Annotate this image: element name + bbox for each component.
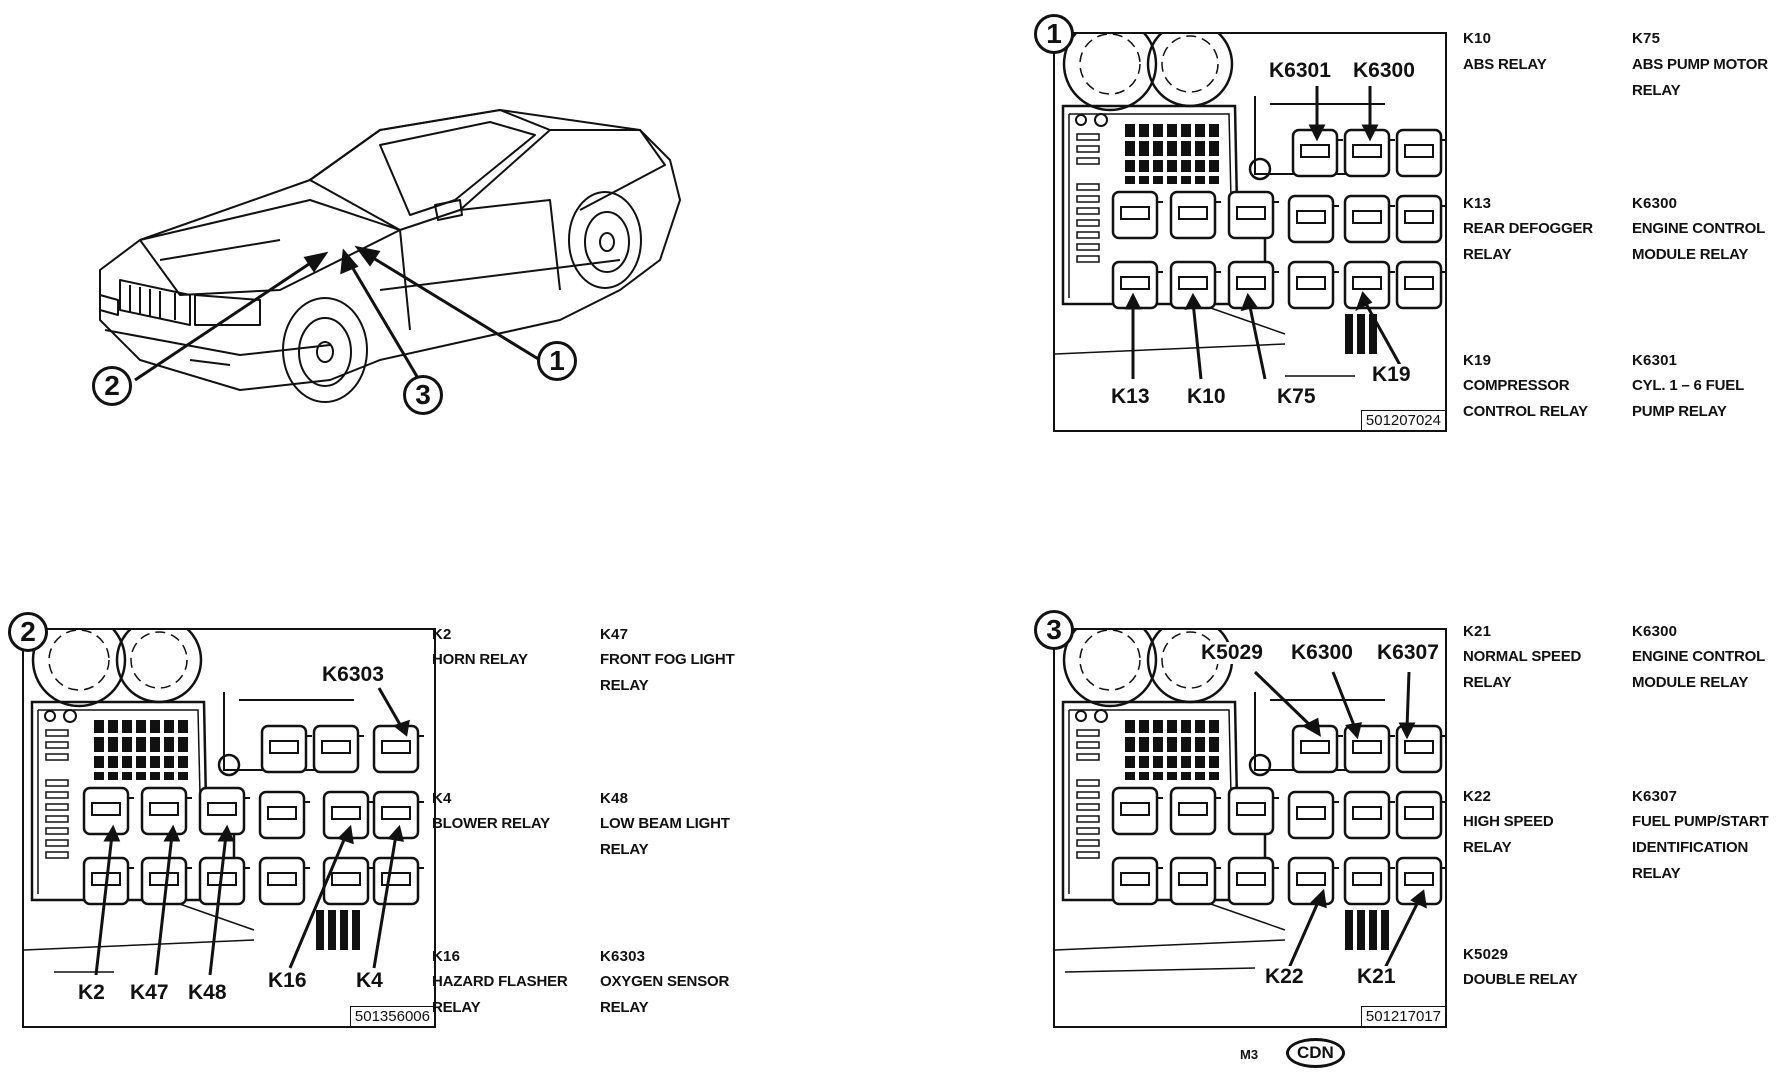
- panel-3-part-number: 501217017: [1360, 1006, 1445, 1026]
- legend-code: K16: [432, 948, 461, 965]
- legend-code: K6307: [1632, 788, 1678, 805]
- panel-3-label-K6300: K6300: [1289, 641, 1355, 664]
- legend-code: K6300: [1632, 623, 1678, 640]
- legend-desc: ABS RELAY: [1463, 56, 1547, 73]
- legend-code: K21: [1463, 623, 1492, 640]
- legend-desc: BLOWER RELAY: [432, 815, 550, 832]
- legend-code: K22: [1463, 788, 1492, 805]
- fuse-panel-3: K5029 K6300 K6307 K22 K21 501217017: [1053, 628, 1447, 1028]
- panel-2-part-number: 501356006: [349, 1006, 434, 1026]
- legend-desc: HORN RELAY: [432, 651, 528, 668]
- cdn-logo: CDN: [1286, 1038, 1345, 1068]
- car-callout-2: 2: [92, 366, 132, 406]
- panel-2-label-K47: K47: [128, 981, 171, 1004]
- panel-1-label-K13: K13: [1109, 385, 1152, 408]
- panel-2-label-K2: K2: [76, 981, 107, 1004]
- legend-code: K13: [1463, 195, 1492, 212]
- legend-code: K5029: [1463, 946, 1509, 963]
- car-illustration: [99, 109, 681, 403]
- car-callout-1: 1: [537, 341, 577, 381]
- panel-1-label-K6300: K6300: [1351, 59, 1417, 82]
- legend-code: K6300: [1632, 195, 1678, 212]
- panel-2-label-K4: K4: [354, 969, 385, 992]
- car-callout-3: 3: [403, 375, 443, 415]
- panel-3-number: 3: [1034, 610, 1074, 650]
- legend-code: K75: [1632, 30, 1661, 47]
- panel-2-label-K16: K16: [266, 969, 309, 992]
- legend-code: K6303: [600, 948, 646, 965]
- panel-1-number: 1: [1034, 14, 1074, 54]
- panel-1-label-K19: K19: [1370, 363, 1413, 386]
- legend-code: K19: [1463, 352, 1492, 369]
- legend-code: K48: [600, 790, 629, 807]
- legend-code: K4: [432, 790, 452, 807]
- panel-1-label-K10: K10: [1185, 385, 1228, 408]
- fuse-panel-2: K6303 K2 K47 K48 K16 K4 501356006: [22, 628, 436, 1028]
- panel-3-label-K5029: K5029: [1199, 641, 1265, 664]
- legend-code: K10: [1463, 30, 1492, 47]
- panel-2-label-K6303: K6303: [320, 663, 386, 686]
- legend-desc: DOUBLE RELAY: [1463, 971, 1578, 988]
- panel-3-label-K21: K21: [1355, 965, 1398, 988]
- legend-code: K47: [600, 626, 629, 643]
- panel-2-number: 2: [8, 612, 48, 652]
- legend-code: K6301: [1632, 352, 1678, 369]
- panel-2-label-K48: K48: [186, 981, 229, 1004]
- footer-model: M3: [1240, 1047, 1259, 1062]
- fuse-panel-1: K6301 K6300 K13 K10 K75 K19 501207024: [1053, 32, 1447, 432]
- panel-3-label-K6307: K6307: [1375, 641, 1441, 664]
- panel-1-label-K6301: K6301: [1267, 59, 1333, 82]
- panel-1-label-K75: K75: [1275, 385, 1318, 408]
- panel-3-label-K22: K22: [1263, 965, 1306, 988]
- panel-1-part-number: 501207024: [1360, 410, 1445, 430]
- legend-code: K2: [432, 626, 452, 643]
